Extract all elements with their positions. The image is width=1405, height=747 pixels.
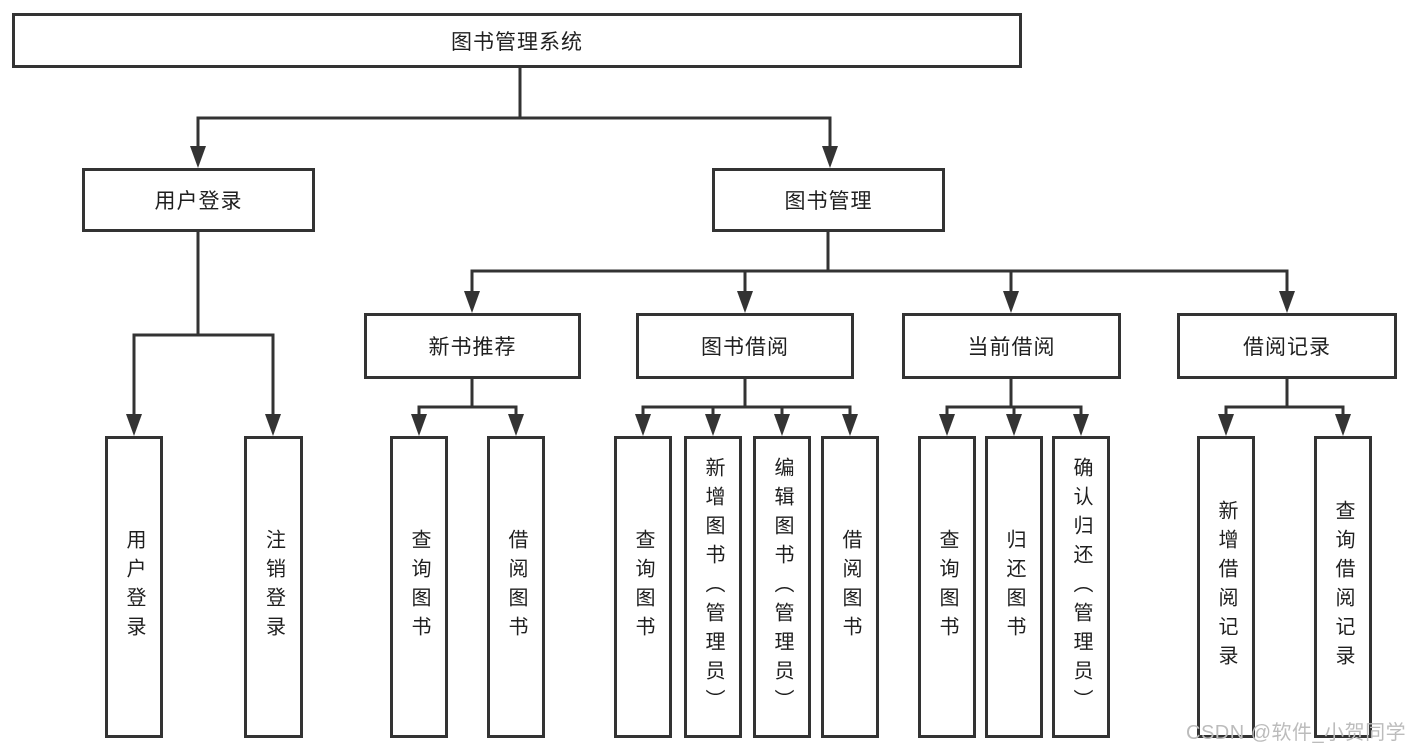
node-user-login: 用户登录 (82, 168, 315, 232)
node-current-borrowing: 当前借阅 (902, 313, 1121, 379)
leaf-confirm-return-admin-label: 确认归还（管理员） (1070, 456, 1092, 718)
leaf-borrow-books-recommend: 借阅图书 (487, 436, 545, 738)
node-library-system-label: 图书管理系统 (451, 30, 583, 54)
node-user-login-label: 用户登录 (154, 190, 243, 213)
leaf-logout: 注销登录 (244, 436, 303, 738)
node-book-borrowing-label: 图书借阅 (701, 336, 789, 359)
leaf-borrow-books-borrowing: 借阅图书 (821, 436, 879, 738)
node-book-management-label: 图书管理 (784, 190, 873, 213)
node-book-borrowing: 图书借阅 (636, 313, 854, 379)
leaf-edit-book-admin: 编辑图书（管理员） (753, 436, 811, 738)
leaf-return-book: 归还图书 (985, 436, 1043, 738)
leaf-add-borrow-record-label: 新增借阅记录 (1215, 500, 1237, 674)
leaf-add-book-admin: 新增图书（管理员） (684, 436, 742, 738)
node-new-book-recommendation-label: 新书推荐 (428, 336, 517, 359)
leaf-add-book-admin-label: 新增图书（管理员） (702, 456, 724, 718)
leaf-query-borrow-record-label: 查询借阅记录 (1332, 500, 1354, 674)
leaf-return-book-label: 归还图书 (1003, 529, 1025, 645)
leaf-borrow-books-borrowing-label: 借阅图书 (839, 529, 861, 645)
leaf-confirm-return-admin: 确认归还（管理员） (1052, 436, 1110, 738)
watermark: CSDN @软件_小贺同学 (1186, 722, 1405, 744)
leaf-query-books-current-label: 查询图书 (936, 529, 958, 645)
leaf-logout-label: 注销登录 (262, 529, 285, 645)
node-book-management: 图书管理 (712, 168, 945, 232)
leaf-query-books-borrowing: 查询图书 (614, 436, 672, 738)
leaf-user-login-label: 用户登录 (123, 529, 145, 645)
leaf-query-books-borrowing-label: 查询图书 (632, 529, 654, 645)
node-new-book-recommendation: 新书推荐 (364, 313, 581, 379)
leaf-query-books-recommend: 查询图书 (390, 436, 448, 738)
leaf-borrow-books-recommend-label: 借阅图书 (505, 529, 527, 645)
node-borrowing-records: 借阅记录 (1177, 313, 1397, 379)
leaf-query-books-current: 查询图书 (918, 436, 976, 738)
leaf-query-borrow-record: 查询借阅记录 (1314, 436, 1372, 738)
node-borrowing-records-label: 借阅记录 (1243, 336, 1331, 359)
node-library-system: 图书管理系统 (12, 13, 1022, 68)
leaf-user-login: 用户登录 (105, 436, 163, 738)
leaf-query-books-recommend-label: 查询图书 (408, 529, 430, 645)
leaf-add-borrow-record: 新增借阅记录 (1197, 436, 1255, 738)
node-current-borrowing-label: 当前借阅 (967, 336, 1056, 359)
leaf-edit-book-admin-label: 编辑图书（管理员） (771, 456, 793, 718)
